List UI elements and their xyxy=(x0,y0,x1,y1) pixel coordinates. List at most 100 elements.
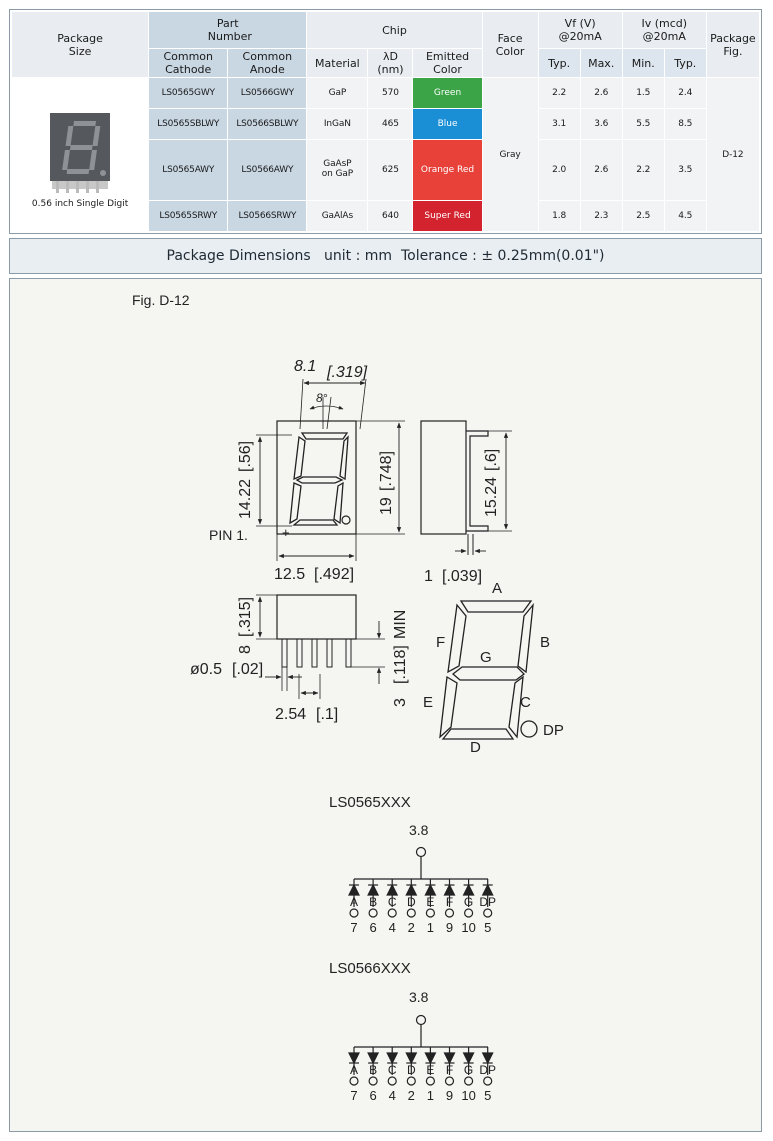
circuit-1-pin-5: 5 xyxy=(484,920,491,935)
circuit-1-title: LS0565XXX xyxy=(329,794,411,811)
circuit-1-seg-dp: DP xyxy=(479,895,496,909)
circuit-2-common-pin: 3.8 xyxy=(409,989,429,1005)
header-package-size: Package Size xyxy=(12,12,149,77)
seg-label-e: E xyxy=(423,694,433,711)
anode-part-2: LS0566AWY xyxy=(228,140,307,200)
dim-digit-height-in: [.56] xyxy=(237,441,254,472)
header-common-cathode: Common Cathode xyxy=(149,49,228,77)
emitted-color-3: Super Red xyxy=(413,200,482,231)
circuit-2-seg-d: D xyxy=(407,1063,416,1077)
dim-top-width-in: [.319] xyxy=(326,364,368,381)
dim-top-width: 8.1 xyxy=(294,358,316,375)
header-vf-max: Max. xyxy=(580,49,622,77)
vf-max-0: 2.6 xyxy=(580,78,622,109)
header-package-fig: Package Fig. xyxy=(706,12,759,77)
dim-total-height: 19 xyxy=(378,497,395,515)
package-photo-icon xyxy=(50,112,111,193)
dimensions-text: Package Dimensions unit : mm Tolerance :… xyxy=(166,248,605,264)
circuit-1-pin-1: 1 xyxy=(427,920,434,935)
circuit-1-diode-c: C4 xyxy=(386,879,399,935)
dim-pin-pitch-in: [.1] xyxy=(316,706,338,723)
vf-typ-3: 1.8 xyxy=(538,200,580,231)
circuit-1-diode-f: F9 xyxy=(443,879,456,935)
dim-pin-diameter-in: [.02] xyxy=(232,661,263,678)
circuit-1-pin-7: 7 xyxy=(350,920,357,935)
seg-label-c: C xyxy=(520,694,531,711)
circuit-2-diode-e: E1 xyxy=(424,1047,437,1103)
circuit-2-diode-c: C4 xyxy=(386,1047,399,1103)
cathode-part-3: LS0565SRWY xyxy=(149,200,228,231)
iv-min-3: 2.5 xyxy=(622,200,664,231)
figure-label: Fig. D-12 xyxy=(132,292,190,308)
wavelength-3: 640 xyxy=(368,200,413,231)
anode-part-1: LS0566SBLWY xyxy=(228,109,307,140)
circuit-1-seg-d: D xyxy=(407,895,416,909)
circuit-2-pin-5: 5 xyxy=(484,1088,491,1103)
circuit-2-pin-2: 2 xyxy=(408,1088,415,1103)
header-iv-min: Min. xyxy=(622,49,664,77)
cathode-part-0: LS0565GWY xyxy=(149,78,228,109)
header-chip: Chip xyxy=(307,12,482,48)
circuit-1-seg-f: F xyxy=(446,895,453,909)
wavelength-2: 625 xyxy=(368,140,413,200)
package-caption: 0.56 inch Single Digit xyxy=(31,198,129,209)
circuit-2-pin-9: 9 xyxy=(446,1088,453,1103)
header-emitted-color: Emitted Color xyxy=(413,49,482,77)
dim-total-height-in: [.748] xyxy=(378,451,395,491)
circuit-1-diode-dp: DP 5 xyxy=(479,879,496,935)
circuit-1-pin-2: 2 xyxy=(408,920,415,935)
vf-typ-0: 2.2 xyxy=(538,78,580,109)
dim-digit-height: 14.22 xyxy=(237,479,254,519)
seg-label-a: A xyxy=(492,580,502,597)
material-1: InGaN xyxy=(307,109,368,140)
dim-angle: 8° xyxy=(316,391,328,405)
emitted-color-0: Green xyxy=(413,78,482,109)
circuit-1-seg-e: E xyxy=(426,895,434,909)
dim-pin-length-min: MIN xyxy=(392,610,409,639)
emitted-color-1: Blue xyxy=(413,109,482,140)
vf-max-1: 3.6 xyxy=(580,109,622,140)
circuit-2-seg-g: G xyxy=(464,1063,473,1077)
segment-diagram xyxy=(439,600,538,740)
header-part-number: Part Number xyxy=(149,12,307,48)
circuit-1-seg-c: C xyxy=(388,895,397,909)
package-fig-value: D-12 xyxy=(706,78,759,231)
iv-typ-3: 4.5 xyxy=(664,200,706,231)
dim-side-height: 15.24 xyxy=(483,477,500,517)
dim-body-height-in: [.315] xyxy=(237,597,254,637)
dim-side-height-in: [.6] xyxy=(483,449,500,471)
circuit-2-pin-4: 4 xyxy=(389,1088,396,1103)
header-material: Material xyxy=(307,49,368,77)
circuit-1-seg-a: A xyxy=(350,895,358,909)
dim-total-width-in: [.492] xyxy=(314,566,354,583)
header-wavelength: λD (nm) xyxy=(368,49,413,77)
header-iv-typ: Typ. xyxy=(664,49,706,77)
seg-label-d: D xyxy=(470,739,481,756)
circuit-1-diode-d: D2 xyxy=(405,879,418,935)
circuit-2-seg-b: B xyxy=(369,1063,377,1077)
side-view xyxy=(420,420,489,555)
iv-min-0: 1.5 xyxy=(622,78,664,109)
circuit-2-seg-c: C xyxy=(388,1063,397,1077)
circuit-1-common-pin: 3.8 xyxy=(409,822,429,838)
wavelength-0: 570 xyxy=(368,78,413,109)
seg-label-g: G xyxy=(480,649,492,666)
circuit-1-diode-e: E1 xyxy=(424,879,437,935)
circuit-1-seg-g: G xyxy=(464,895,473,909)
dim-total-width: 12.5 xyxy=(274,566,305,583)
seg-label-b: B xyxy=(540,634,550,651)
circuit-1-pin-9: 9 xyxy=(446,920,453,935)
circuit-1-pin-10: 10 xyxy=(461,920,475,935)
iv-typ-2: 3.5 xyxy=(664,140,706,200)
material-3: GaAlAs xyxy=(307,200,368,231)
circuit-1-pin-6: 6 xyxy=(369,920,376,935)
circuit-2-diode-d: D2 xyxy=(405,1047,418,1103)
circuit-2-diode-b: B6 xyxy=(367,1047,380,1103)
cathode-part-2: LS0565AWY xyxy=(149,140,228,200)
header-face-color: Face Color xyxy=(482,12,538,77)
figure-panel: Fig. D-12 + PIN 1. 8.1 [.319] 8° xyxy=(9,278,762,1132)
package-image-cell: 0.56 inch Single Digit xyxy=(12,78,149,231)
circuit-1-seg-b: B xyxy=(369,895,377,909)
